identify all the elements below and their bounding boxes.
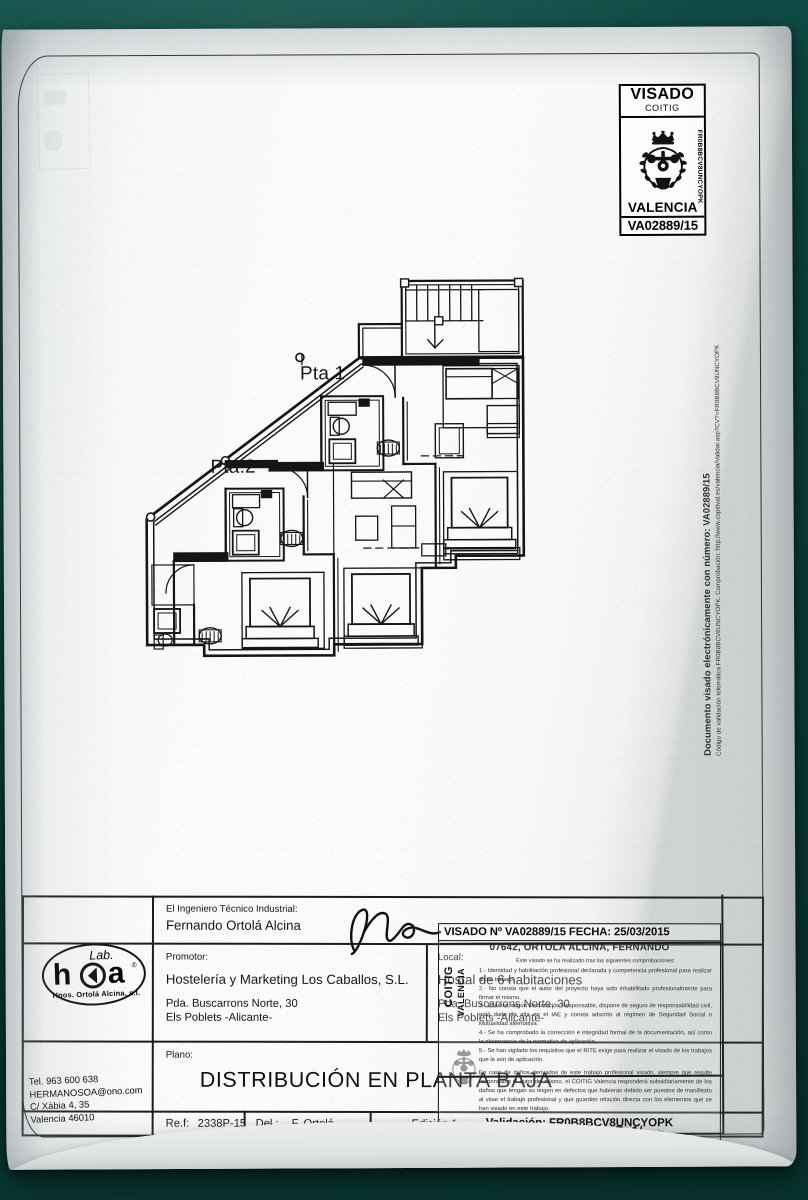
plano-label: Plano: [165,1049,193,1061]
plan-label-pta1: Pta.1 [299,363,346,385]
visado-overlay-stamp: VISADO Nº VA02889/15 FECHA: 25/03/2015 0… [437,923,722,1164]
overlay-intro: Este visado se ha realizado tras las sig… [516,958,675,965]
overlay-item-4: 4.- Se ha comprobado la corrección e int… [478,1030,712,1046]
overlay-body: Este visado se ha realizado tras las sig… [439,953,720,1114]
visado-stamp-title: VISADO [630,85,695,103]
vertical-validation-text: Documento visado electrónicamente con nú… [700,345,722,756]
promotor-label: Promotor: [165,951,209,963]
visado-stamp-number: VA02889/15 [627,217,699,233]
overlay-item-5: 5.- Se han vigilado los requisitos que e… [478,1047,712,1063]
promotor-address-2: Els Poblets -Alicante- [165,1011,273,1024]
contact-block: Tel. 963 600 638 HERMANOSOA@ono.com C/ X… [29,1071,144,1126]
engineer-name: Fernando Ortolá Alcina [165,917,301,933]
overlay-header: VISADO Nº VA02889/15 FECHA: 25/03/2015 [439,924,721,942]
logo-registered-mark: ® [131,962,137,970]
overlay-seal-emblem [452,1049,476,1085]
visado-stamp-body: VALENCIA FR0B8BCV8UNCYOPK [620,117,705,219]
signature-scribble [350,908,442,956]
paper-sheet: VISADO COITIG [1,26,797,1170]
promotor-name: Hostelería y Marketing Los Caballos, S.L… [165,971,409,988]
logo-company-name: Hnos. Ortolá Alcina, s.l. [52,987,141,1000]
vertical-validation-main: Documento visado electrónicamente con nú… [700,473,713,756]
visado-corner-stamp: VISADO COITIG [618,83,707,237]
logo-triangle-mark [87,967,98,984]
promotor-address-1: Pda. Buscarrons Norte, 30 [165,997,298,1010]
engineer-label: El Ingeniero Técnico Industrial: [166,903,298,915]
company-logo: Lab. h a ® Hnos. Ortolá Alcina, s.l. [40,941,147,1008]
visado-stamp-city: VALENCIA [627,199,698,215]
overlay-item-1: 1.- Identidad y habilitación profesional… [478,968,713,984]
ref-label: Re.f: [165,1117,190,1130]
overlay-item-2: 2.- No consta que el autor del proyecto … [478,985,712,1001]
title-block: Lab. h a ® Hnos. Ortolá Alcina, s.l. Tel… [21,895,765,1138]
overlay-item-3: 3.- El autor, según Declaración Responsa… [478,1003,712,1028]
logo-letter-h: h [52,958,72,992]
visado-stamp-side-code: FR0B8BCV8UNCYOPK [695,129,704,204]
visado-stamp-subtitle: COITIG [645,102,680,113]
visado-stamp-head: VISADO COITIG [620,85,704,118]
coat-of-arms-emblem [638,130,687,190]
logo-letter-a: a [107,956,126,991]
plan-label-pta2: Pta.2 [210,456,256,478]
